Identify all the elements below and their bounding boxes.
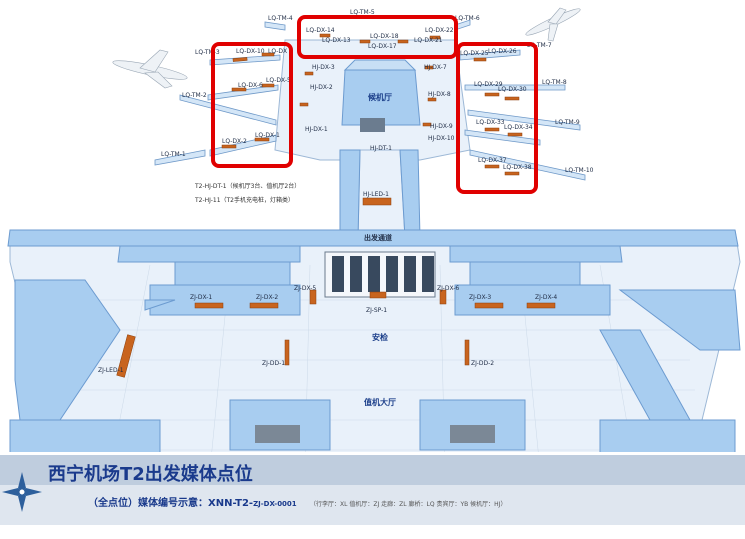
label-hj-dx-8: HJ-DX-8 <box>428 91 451 98</box>
label-lq-tm-4: LQ-TM-4 <box>268 15 293 22</box>
label-zj-dx-1: ZJ-DX-1 <box>190 294 212 301</box>
label-lq-tm-6: LQ-TM-6 <box>455 15 480 22</box>
label-lq-dx-13: LQ-DX-13 <box>322 37 351 44</box>
label-lq-dx-6: LQ-DX-6 <box>238 82 263 89</box>
label-lq-dx-18: LQ-DX-18 <box>370 33 399 40</box>
footer-subtitle-code: ZJ-DX-0001 <box>253 500 297 508</box>
label-hj-dx-1: HJ-DX-1 <box>305 126 328 133</box>
label-zj-dx-2: ZJ-DX-2 <box>256 294 278 301</box>
label-hj-dx-7: HJ-DX-7 <box>424 64 447 71</box>
note-line-1: T2-HJ-DT-1（候机厅3台、值机厅2台） <box>194 182 300 190</box>
note-line-2: T2-HJ-11（T2手机充电桩，灯箱类） <box>194 196 294 204</box>
airplane-left <box>112 49 188 89</box>
label-hj-dx-10: HJ-DX-10 <box>428 135 455 142</box>
label-lq-tm-1: LQ-TM-1 <box>161 151 186 158</box>
concourse-media-boards <box>221 33 523 206</box>
label-lq-dx-11: LQ-DX <box>268 48 287 55</box>
label-lq-dx-37: LQ-DX-37 <box>478 157 507 164</box>
label-lq-dx-5: LQ-DX-5 <box>266 77 291 84</box>
label-lq-dx-14: LQ-DX-14 <box>306 27 335 34</box>
label-zj-dx-6: ZJ-DX-6 <box>437 285 459 292</box>
label-lq-dx-33: LQ-DX-33 <box>476 119 505 126</box>
security-gates <box>324 251 436 298</box>
footer-subtitle-prefix: （全点位）媒体编号示意：XNN-T2- <box>88 496 253 509</box>
label-lq-dx-2: LQ-DX-2 <box>222 138 247 145</box>
bridge-labels: LQ-TM-4 LQ-TM-5 LQ-TM-6 LQ-TM-7 LQ-TM-8 … <box>161 9 594 174</box>
footer-legend: （行李厅：XL 值机厅：ZJ 走廊：ZL 廊桥：LQ 贵宾厅：YB 候机厅：HJ… <box>310 500 506 508</box>
media-labels: LQ-DX-10 LQ-DX LQ-DX-5 LQ-DX-6 LQ-DX-1 L… <box>98 27 557 374</box>
security-label: 安检 <box>372 332 388 342</box>
label-lq-tm-10: LQ-TM-10 <box>565 167 594 174</box>
compass-icon <box>2 472 42 512</box>
label-lq-tm-3: LQ-TM-3 <box>195 49 220 56</box>
departure-passage-label: 出发通道 <box>364 233 392 242</box>
highlight-box-top <box>297 15 458 59</box>
label-lq-tm-2: LQ-TM-2 <box>182 92 207 99</box>
label-hj-led-1: HJ-LED-1 <box>363 191 389 198</box>
label-lq-tm-7: LQ-TM-7 <box>527 42 552 49</box>
label-lq-dx-34: LQ-DX-34 <box>504 124 533 131</box>
highlight-boxes <box>211 15 538 194</box>
satellite-hall-label: 候机厅 <box>368 92 392 102</box>
label-zj-dx-3: ZJ-DX-3 <box>469 294 491 301</box>
boarding-bridges-right <box>454 19 586 181</box>
label-lq-tm-9: LQ-TM-9 <box>555 119 580 126</box>
satellite-concourse: 候机厅 <box>274 39 471 239</box>
label-zj-dx-4: ZJ-DX-4 <box>535 294 557 301</box>
label-hj-dt-1: HJ-DT-1 <box>370 145 392 152</box>
label-zj-dx-5: ZJ-DX-5 <box>294 285 316 292</box>
label-zj-led-1: ZJ-LED-1 <box>98 367 124 374</box>
highlight-box-right <box>456 42 538 194</box>
airplane-right <box>525 7 581 42</box>
label-lq-dx-21: LQ-DX-21 <box>414 37 443 44</box>
footer-subtitle: （全点位）媒体编号示意：XNN-T2-ZJ-DX-0001 <box>88 496 297 509</box>
label-lq-tm-5: LQ-TM-5 <box>350 9 375 16</box>
label-hj-dx-2: HJ-DX-2 <box>310 84 333 91</box>
label-lq-dx-17: LQ-DX-17 <box>368 43 397 50</box>
checkin-hall-label: 值机大厅 <box>364 397 396 407</box>
label-lq-dx-25: LQ-DX-25 <box>460 50 489 57</box>
label-lq-tm-8: LQ-TM-8 <box>542 79 567 86</box>
label-zj-dd-2: ZJ-DD-2 <box>471 360 494 367</box>
label-zj-dd-1: ZJ-DD-1 <box>262 360 285 367</box>
main-terminal: 出发通道 安检 值机大厅 <box>7 229 741 471</box>
footer: 西宁机场T2出发媒体点位 （全点位）媒体编号示意：XNN-T2-ZJ-DX-00… <box>0 452 745 534</box>
footer-title: 西宁机场T2出发媒体点位 <box>48 463 253 485</box>
label-hj-dx-9: HJ-DX-9 <box>430 123 453 130</box>
label-lq-dx-1: LQ-DX-1 <box>255 132 280 139</box>
highlight-box-left <box>211 42 293 168</box>
escalator-left <box>255 425 300 443</box>
label-lq-dx-30: LQ-DX-30 <box>498 86 527 93</box>
label-lq-dx-38: LQ-DX-38 <box>503 164 532 171</box>
label-lq-dx-26: LQ-DX-26 <box>488 48 517 55</box>
label-hj-dx-3: HJ-DX-3 <box>312 64 335 71</box>
label-lq-dx-29: LQ-DX-29 <box>474 81 503 88</box>
label-lq-dx-22: LQ-DX-22 <box>425 27 454 34</box>
escalator-right <box>450 425 495 443</box>
label-lq-dx-10: LQ-DX-10 <box>236 48 265 55</box>
label-zj-sp-1: ZJ-SP-1 <box>366 307 387 314</box>
